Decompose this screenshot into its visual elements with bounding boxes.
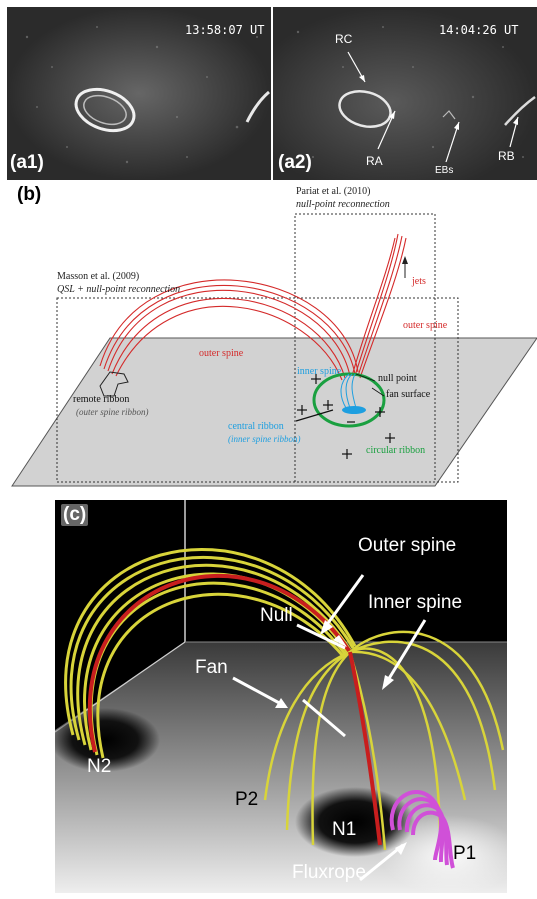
b-label-central-ribbon-sub: (inner spine ribbon): [228, 434, 301, 444]
b-label-null-point: null point: [378, 373, 417, 384]
a2-panel-tag: (a2): [278, 152, 312, 173]
a2-remote-ribbon: [504, 95, 536, 126]
b-remote-ribbon: [99, 371, 129, 397]
panel-a1-texture: [7, 7, 271, 180]
c-panel-tag: (c): [61, 504, 89, 526]
b-ground-plane: [11, 337, 537, 487]
b-label-outer-spine-right: outer spine: [403, 320, 448, 331]
b-fan-surface-pointer: [371, 387, 385, 397]
panel-c-render: (c) Outer spine Inner spine Null Fan N2 …: [55, 500, 507, 893]
c-outer-spine-red: [87, 573, 352, 753]
a2-label-ebs: EBs: [435, 165, 454, 176]
c-label-p1: P1: [453, 843, 477, 864]
c-fan-arrow: [232, 676, 284, 707]
a2-label-rb: RB: [498, 149, 515, 163]
c-fluxrope-tubes: [389, 789, 455, 869]
c-outer-spine-arrow: [321, 574, 365, 631]
b-masson-title: Masson et al. (2009): [57, 271, 140, 282]
panel-b-diagram: (b) Pariat et al. (2010) null-point reco…: [0, 186, 537, 494]
c-label-outer-spine: Outer spine: [358, 535, 457, 556]
b-label-central-ribbon: central ribbon: [228, 421, 284, 432]
b-jet-lines: [351, 233, 407, 379]
b-label-remote-ribbon: remote ribbon: [73, 394, 130, 405]
c-inner-spine-arrow: [383, 619, 427, 686]
c-label-p2: P2: [235, 789, 259, 810]
b-null-point-pointer: [355, 373, 376, 382]
panel-a1-image: 13:58:07 UT (a1): [7, 7, 271, 180]
b-panel-tag: (b): [17, 186, 42, 205]
a2-label-ra: RA: [366, 154, 383, 168]
c-label-n1: N1: [332, 819, 357, 840]
b-central-ribbon: [342, 406, 366, 414]
b-pariat-sub: null-point reconnection: [296, 199, 390, 210]
a2-timestamp: 14:04:26 UT: [439, 23, 519, 37]
c-fluxrope-arrow: [359, 843, 404, 882]
a1-circular-ribbon: [74, 87, 136, 133]
b-masson-sub: QSL + null-point reconnection: [57, 284, 181, 295]
b-label-circular-ribbon: circular ribbon: [366, 445, 426, 456]
b-label-fan-surface: fan surface: [386, 389, 431, 400]
b-polarity-marks: [295, 374, 395, 459]
b-outer-spine-loops: [99, 279, 359, 381]
panel-c-drawing: [55, 500, 507, 893]
panel-b-drawing: [11, 213, 537, 487]
c-label-fluxrope: Fluxrope: [292, 862, 366, 883]
a1-timestamp: 13:58:07 UT: [185, 23, 265, 37]
b-inner-spine-lines: [340, 373, 357, 409]
b-label-jets: jets: [412, 276, 426, 287]
b-label-remote-ribbon-sub: (outer spine ribbon): [76, 407, 149, 417]
a2-circular-ribbon: [338, 90, 392, 128]
b-masson-box: [56, 297, 459, 483]
a1-speckles: [25, 26, 258, 164]
c-inner-spine-red: [348, 651, 382, 846]
c-label-fan: Fan: [195, 657, 228, 678]
c-label-n2: N2: [87, 756, 112, 777]
panel-a2-texture: [273, 7, 537, 180]
panel-a2-image: 14:04:26 UT RC RA EBs RB (a2): [273, 7, 537, 180]
c-arrows: [232, 574, 427, 882]
b-pariat-title: Pariat et al. (2010): [296, 186, 371, 197]
a1-remote-ribbon: [245, 90, 270, 123]
a1-panel-tag: (a1): [10, 152, 44, 173]
c-label-inner-spine: Inner spine: [368, 592, 463, 613]
b-label-outer-spine-left: outer spine: [199, 348, 244, 359]
b-label-inner-spine: inner spine: [297, 366, 342, 377]
c-null-arrow: [302, 698, 346, 738]
c-label-null: Null: [260, 605, 293, 626]
a2-label-rc: RC: [335, 32, 353, 46]
